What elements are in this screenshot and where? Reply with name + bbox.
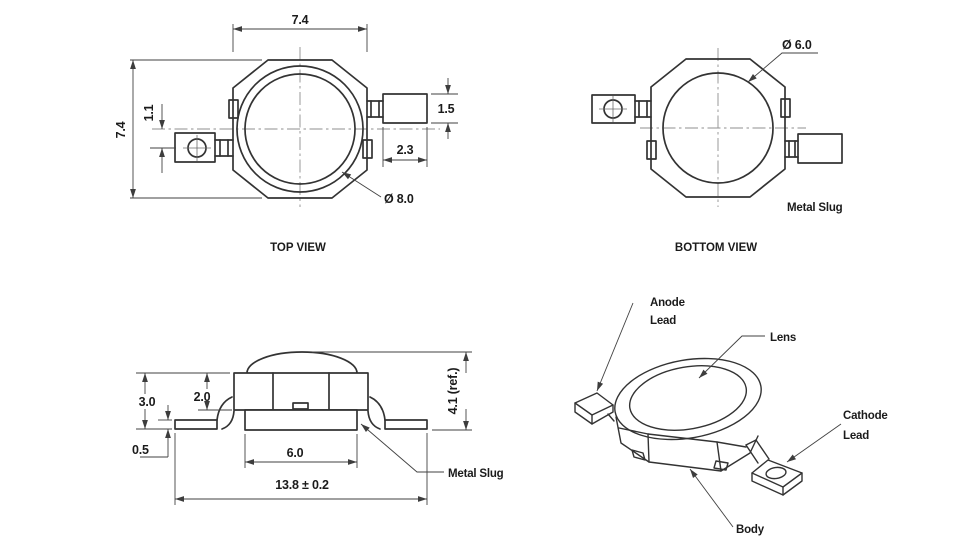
center-crosshair <box>152 47 440 207</box>
top-view-caption: TOP VIEW <box>270 242 326 254</box>
dim-label-body-height: 2.0 <box>194 390 211 404</box>
dim-label-lead-height: 1.5 <box>438 102 455 116</box>
metal-slug-circle <box>662 72 774 184</box>
cathode-lead-3d <box>745 439 803 496</box>
label-body: Body <box>689 468 765 536</box>
dim-label-slug-diameter: Ø 6.0 <box>782 38 812 52</box>
anode-foot <box>174 396 235 430</box>
cathode-lead-label-line1: Cathode <box>843 410 888 422</box>
dim-body-width: 7.4 <box>232 13 368 52</box>
center-crosshair <box>640 48 806 207</box>
cathode-hole <box>765 466 787 480</box>
dim-lead-length: 2.3 <box>382 127 428 167</box>
leader-body-diameter: Ø 8.0 <box>341 171 414 206</box>
dim-body-height: 7.4 <box>114 59 262 199</box>
cathode-lead <box>366 93 428 124</box>
right-edge-notch <box>362 139 373 159</box>
dim-label-stand-height: 3.0 <box>139 395 156 409</box>
cathode-lead-label-line2: Lead <box>843 430 869 442</box>
right-edge-notch <box>780 98 791 118</box>
rim-outer-ellipse <box>614 357 762 441</box>
anode-lead <box>591 94 652 124</box>
body-octagon <box>232 59 368 199</box>
body-octagon <box>650 58 786 198</box>
anode-lead-label-line2: Lead <box>650 315 676 327</box>
lead-neck <box>634 100 652 118</box>
lead-neck <box>366 100 384 118</box>
cathode-foot <box>367 396 428 430</box>
dim-label-total-width: 13.8 ± 0.2 <box>275 478 329 492</box>
dim-overall-height-ref: 4.1 (ref.) <box>312 351 472 431</box>
package-body <box>233 372 369 411</box>
metal-slug-label: Metal Slug <box>787 202 843 214</box>
side-view: 3.0 2.0 0.5 6.0 13 <box>132 351 504 505</box>
leader-slug-diameter: Ø 6.0 <box>747 38 818 83</box>
dim-stand-height: 3.0 <box>136 372 230 430</box>
dim-label-height: 7.4 <box>114 121 128 138</box>
body-window <box>292 402 309 410</box>
dim-label-body-diameter: Ø 8.0 <box>384 192 414 206</box>
dim-label-slug-width: 6.0 <box>287 446 304 460</box>
body-label: Body <box>736 524 765 536</box>
metal-slug <box>244 409 358 431</box>
dim-total-width: 13.8 ± 0.2 <box>174 433 428 505</box>
lens-ellipse <box>628 365 748 431</box>
dim-lead-offset: 1.1 <box>142 104 176 173</box>
cathode-lead <box>784 133 843 164</box>
dim-slug-width: 6.0 <box>244 434 358 468</box>
dim-lead-height: 1.5 <box>431 78 458 139</box>
metal-slug-label: Metal Slug <box>448 468 504 480</box>
iso-view: Anode Lead Lens Cathode Lead Body <box>574 297 888 536</box>
lens-label: Lens <box>770 332 796 344</box>
dim-label-width: 7.4 <box>292 13 309 27</box>
body-notch-right <box>713 460 729 471</box>
dim-label-overall-height: 4.1 (ref.) <box>446 368 460 415</box>
lens-inner-circle <box>244 73 356 185</box>
lens-outer-circle <box>236 65 364 193</box>
top-view: 7.4 7.4 1.1 1.5 2.3 <box>114 13 458 254</box>
bottom-view-caption: BOTTOM VIEW <box>675 242 757 254</box>
anode-lead-label-line1: Anode <box>650 297 685 309</box>
left-edge-notch <box>646 140 657 160</box>
bottom-view: Ø 6.0 Metal Slug BOTTOM VIEW <box>591 38 843 254</box>
dim-label-lead-length: 2.3 <box>397 143 414 157</box>
dim-body-height: 2.0 <box>194 373 232 411</box>
left-edge-notch <box>228 99 239 119</box>
dim-lead-thickness: 0.5 <box>132 405 172 458</box>
anode-lead-3d <box>574 392 615 425</box>
dim-label-lead-offset: 1.1 <box>142 104 156 121</box>
label-anode-lead: Anode Lead <box>596 297 685 392</box>
dim-label-lead-thickness: 0.5 <box>132 443 149 457</box>
lead-neck <box>784 140 799 158</box>
leader-metal-slug: Metal Slug <box>360 423 504 480</box>
lens-dome <box>246 351 358 374</box>
lead-neck <box>214 139 234 157</box>
package-body-3d <box>615 416 759 472</box>
label-lens: Lens <box>698 332 796 379</box>
body-notch-left <box>631 449 646 461</box>
label-cathode-lead: Cathode Lead <box>786 410 888 463</box>
anode-lead <box>174 132 234 163</box>
